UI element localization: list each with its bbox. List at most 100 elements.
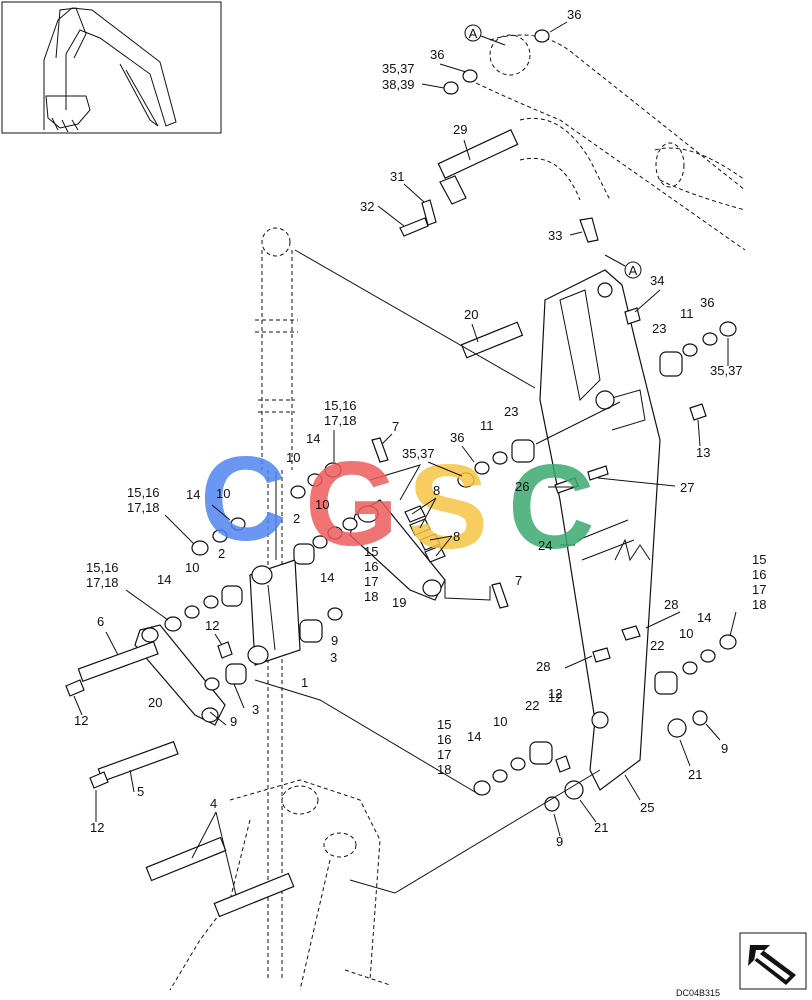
callout: 18 — [364, 589, 378, 604]
watermark: C G S C — [200, 432, 595, 574]
callout: 5 — [137, 784, 144, 799]
callout: 31 — [390, 169, 404, 184]
callout: 17 — [437, 747, 451, 762]
callout: 9 — [230, 714, 237, 729]
callout: 4 — [210, 796, 217, 811]
callout: 36 — [567, 7, 581, 22]
callout: 3 — [252, 702, 259, 717]
leader-lines — [254, 249, 676, 894]
ref-marker-a-arm: A — [629, 263, 638, 278]
callout: 16 — [437, 732, 451, 747]
callout: 14 — [467, 729, 481, 744]
callout: 6 — [97, 614, 104, 629]
callout: 36 — [700, 295, 714, 310]
callout: 9 — [721, 741, 728, 756]
callouts: 36 36 35,37 38,39 29 31 32 33 34 20 23 1… — [74, 7, 766, 849]
callout: 29 — [453, 122, 467, 137]
callout: 10 — [493, 714, 507, 729]
callout: 22 — [650, 638, 664, 653]
callout: 17,18 — [86, 575, 119, 590]
callout: 12 — [90, 820, 104, 835]
reference-markers: A A — [464, 24, 642, 279]
callout: 10 — [216, 486, 230, 501]
callout: 9 — [331, 633, 338, 648]
callout: 33 — [548, 228, 562, 243]
callout: 21 — [594, 820, 608, 835]
callout: 22 — [525, 698, 539, 713]
callout: 34 — [650, 273, 664, 288]
callout: 14 — [697, 610, 711, 625]
watermark-letter-4: C — [508, 440, 595, 574]
callout: 10 — [286, 450, 300, 465]
ref-marker-a-top: A — [469, 26, 478, 41]
pins — [77, 129, 524, 918]
bolts — [65, 175, 707, 789]
callout: 10 — [315, 497, 329, 512]
callout: 20 — [464, 307, 478, 322]
callout: 38,39 — [382, 77, 415, 92]
watermark-letter-2: G — [305, 437, 398, 571]
callout: 7 — [515, 573, 522, 588]
callout: 20 — [148, 695, 162, 710]
callout: 36 — [430, 47, 444, 62]
link-part-20 — [134, 624, 226, 726]
orientation-arrow-icon — [739, 932, 807, 990]
watermark-letter-3: S — [408, 440, 488, 574]
callout: 11 — [480, 418, 494, 433]
watermark-letter-1: C — [200, 432, 287, 566]
callout: 27 — [680, 480, 694, 495]
link-part-19 — [349, 499, 446, 601]
callout: 17,18 — [127, 500, 160, 515]
callout: 14 — [320, 570, 334, 585]
callout: 2 — [218, 546, 225, 561]
callout: 35,37 — [402, 446, 435, 461]
callout: 9 — [556, 834, 563, 849]
callout: 15,16 — [127, 485, 160, 500]
callout: 12 — [548, 690, 562, 705]
callout: 26 — [515, 479, 529, 494]
callout: 14 — [306, 431, 320, 446]
callout: 12 — [548, 686, 562, 701]
callout: 14 — [157, 572, 171, 587]
bucket-cylinder-outline — [255, 227, 298, 980]
callout: 36 — [450, 430, 464, 445]
callout: 2 — [293, 511, 300, 526]
callout: 16 — [752, 567, 766, 582]
callout: 21 — [688, 767, 702, 782]
callout: 23 — [652, 321, 666, 336]
callout: 25 — [640, 800, 654, 815]
bucket-outline — [169, 779, 391, 991]
callout: 10 — [679, 626, 693, 641]
callout: 15,16 — [324, 398, 357, 413]
callout: 35,37 — [382, 61, 415, 76]
callout: 13 — [696, 445, 710, 460]
arm-part — [539, 269, 661, 791]
link-part-1 — [247, 559, 301, 666]
callout: 35,37 — [710, 363, 743, 378]
callout: 15 — [364, 544, 378, 559]
callout: 8 — [453, 529, 460, 544]
callout: 1 — [301, 675, 308, 690]
callout: 17 — [364, 574, 378, 589]
callout: 19 — [392, 595, 406, 610]
callout: 23 — [504, 404, 518, 419]
callout: 17 — [752, 582, 766, 597]
callout: 12 — [205, 618, 219, 633]
callout: 28 — [536, 659, 550, 674]
callout: 17,18 — [324, 413, 357, 428]
callout: 16 — [364, 559, 378, 574]
callout: 7 — [392, 419, 399, 434]
callout: 10 — [185, 560, 199, 575]
callout: 18 — [437, 762, 451, 777]
callout: 32 — [360, 199, 374, 214]
callout: 15,16 — [86, 560, 119, 575]
callout: 24 — [538, 538, 552, 553]
drawing-code: DC04B315 — [676, 988, 720, 998]
callout: 15 — [752, 552, 766, 567]
washers — [164, 29, 737, 812]
callout: 18 — [752, 597, 766, 612]
callout: 3 — [330, 650, 337, 665]
inset-thumbnail — [1, 1, 222, 134]
callout: 15 — [437, 717, 451, 732]
